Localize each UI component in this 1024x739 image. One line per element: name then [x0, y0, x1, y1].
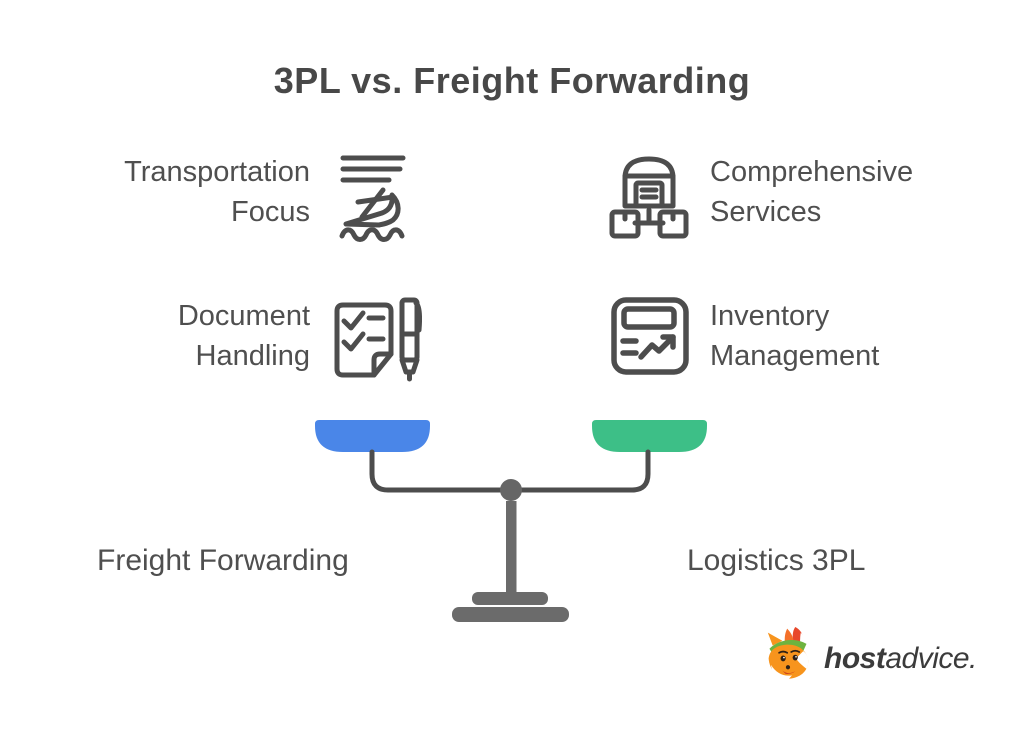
feature-line: Handling: [195, 340, 310, 372]
feature-line: Focus: [231, 196, 310, 228]
logo-wordmark: hostadvice.: [824, 642, 977, 676]
logo-text-host: host: [824, 642, 886, 675]
feature-label-inventory-management: Inventory Management: [710, 296, 1010, 376]
feature-line: Transportation: [124, 156, 310, 188]
feature-label-transportation-focus: Transportation Focus: [0, 152, 310, 232]
page-title: 3PL vs. Freight Forwarding: [273, 60, 751, 101]
scale-label-logistics-3pl: Logistics 3PL: [687, 544, 866, 577]
fox-mascot-icon: [767, 627, 809, 683]
scale-pole: [506, 501, 517, 595]
feature-line: Management: [710, 340, 880, 372]
feature-line: Inventory: [710, 300, 830, 332]
scale-base-lower: [452, 607, 569, 622]
scale-base-upper: [472, 592, 548, 605]
feature-line: Services: [710, 196, 822, 228]
balance-scale: [302, 414, 722, 626]
cargo-ship-icon: [334, 148, 410, 244]
warehouse-distribution-icon: [605, 150, 695, 240]
feature-label-comprehensive-services: Comprehensive Services: [710, 152, 1010, 232]
feature-line: Document: [177, 300, 310, 332]
logo-text-advice: advice.: [885, 642, 977, 675]
inventory-chart-icon: [610, 296, 690, 376]
left-pan: [315, 420, 430, 452]
feature-label-document-handling: Document Handling: [0, 296, 310, 376]
scale-pivot: [500, 479, 522, 501]
checklist-pen-icon: [330, 288, 422, 388]
scale-label-freight-forwarding: Freight Forwarding: [97, 544, 349, 577]
feature-line: Comprehensive: [710, 156, 914, 188]
hostadvice-logo: hostadvice.: [763, 626, 977, 686]
right-pan: [592, 420, 707, 452]
